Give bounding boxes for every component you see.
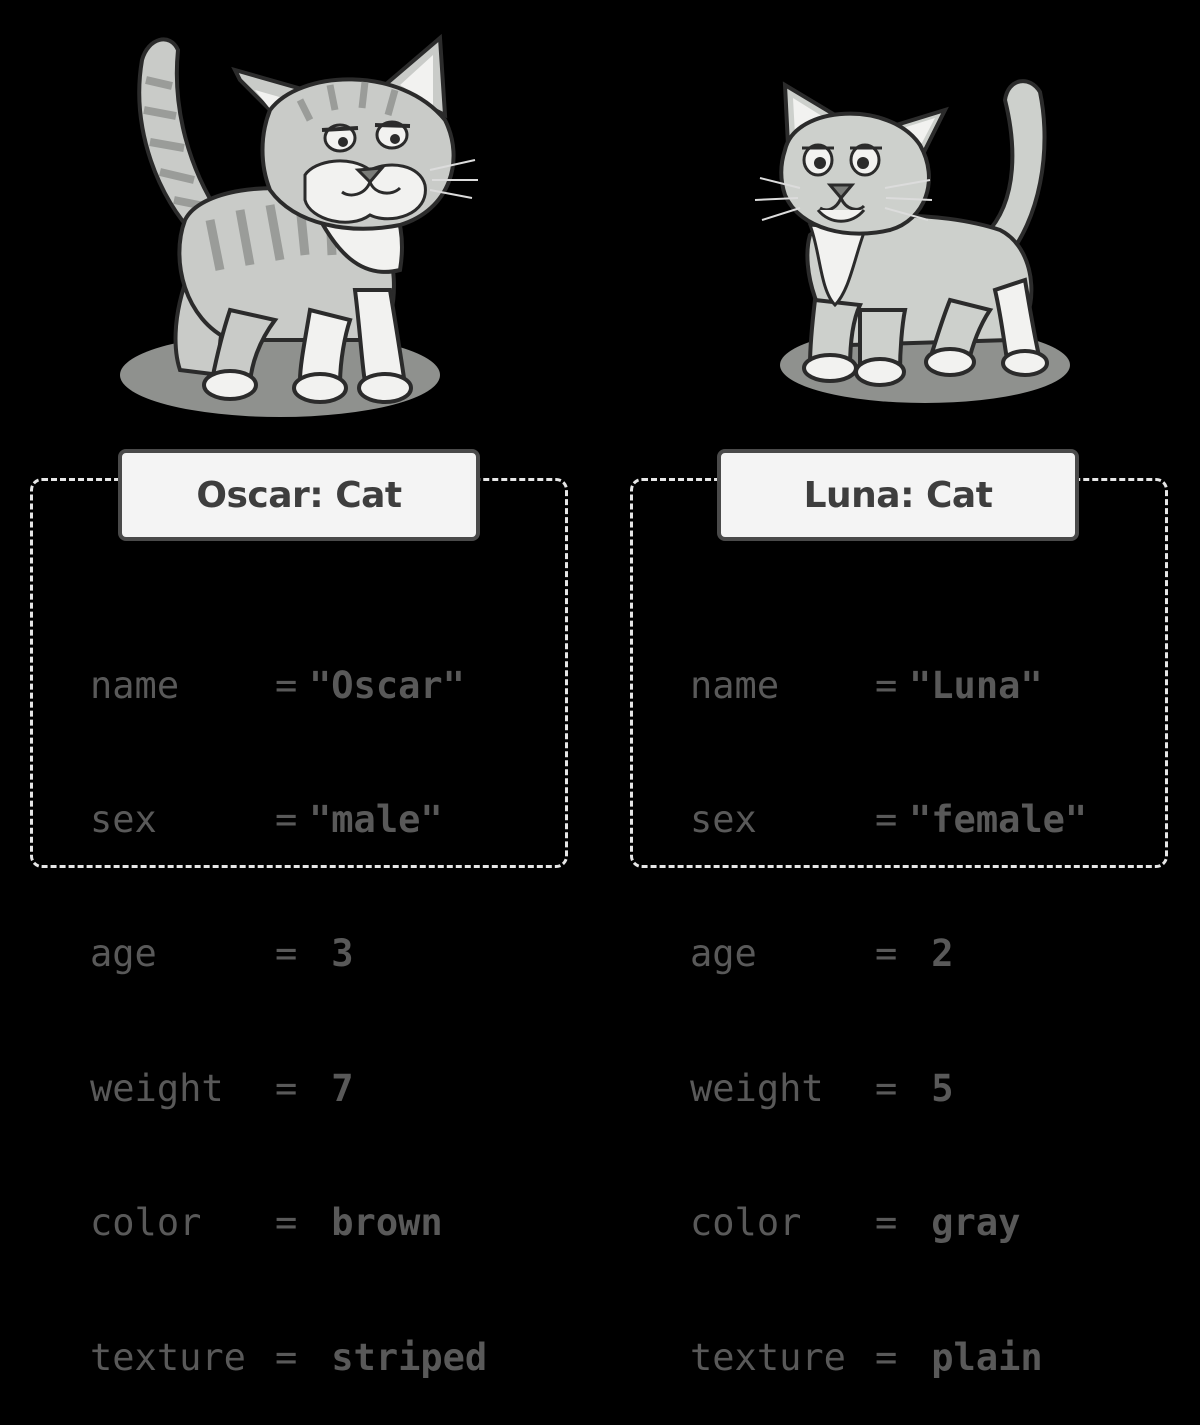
luna-chest [807, 223, 868, 308]
attribute-row: color = brown [90, 1201, 487, 1246]
luna-object-title: Luna: Cat [717, 449, 1079, 541]
attribute-key: texture [90, 1335, 246, 1379]
attribute-value: 2 [909, 932, 954, 976]
attribute-value: 5 [909, 1066, 954, 1110]
attribute-equals: = [875, 663, 898, 707]
attribute-value: brown [309, 1201, 443, 1245]
attribute-value: striped [309, 1335, 488, 1379]
luna-nose [826, 183, 856, 201]
attribute-equals: = [275, 1335, 298, 1379]
attribute-key: name [690, 663, 780, 707]
attribute-row: color = gray [690, 1201, 1087, 1246]
attribute-row: sex ="male" [90, 798, 487, 843]
attribute-row: sex ="female" [690, 798, 1087, 843]
attribute-value: gray [909, 1201, 1021, 1245]
oscar-nose [354, 166, 386, 185]
luna-attribute-list: name="Luna" sex="female" age= 2 weight= … [690, 574, 1087, 1425]
oscar-tail [137, 37, 223, 238]
attribute-key: age [690, 932, 757, 976]
attribute-row: weight = 5 [690, 1067, 1087, 1112]
attribute-value: 7 [309, 1066, 354, 1110]
luna-tail [982, 79, 1047, 264]
oscar-leg-front-right [352, 288, 408, 388]
oscar-attribute-list: name="Oscar" sex="male" age= 3 weight= 7… [90, 574, 487, 1425]
attribute-key: sex [690, 797, 757, 841]
attribute-equals: = [875, 1335, 898, 1379]
attribute-equals: = [275, 797, 298, 841]
attribute-key: name [90, 663, 180, 707]
attribute-value: "Luna" [909, 663, 1043, 707]
attribute-key: color [690, 1201, 802, 1245]
attribute-row: name ="Luna" [690, 664, 1087, 709]
attribute-row: name ="Oscar" [90, 664, 487, 709]
attribute-value: "Oscar" [309, 663, 465, 707]
attribute-equals: = [275, 1066, 298, 1110]
oscar-object-title: Oscar: Cat [118, 449, 480, 541]
attribute-equals: = [875, 797, 898, 841]
attribute-row: weight = 7 [90, 1067, 487, 1112]
luna-cat-illustration [754, 79, 1070, 403]
attribute-value: plain [909, 1335, 1043, 1379]
attribute-value: "female" [909, 797, 1088, 841]
attribute-key: sex [90, 797, 157, 841]
attribute-row: texture = plain [690, 1336, 1087, 1381]
attribute-value: 3 [309, 932, 354, 976]
attribute-key: age [90, 932, 157, 976]
attribute-key: color [90, 1201, 202, 1245]
attribute-equals: = [875, 1201, 898, 1245]
attribute-key: weight [90, 1066, 224, 1110]
attribute-row: age = 3 [90, 932, 487, 977]
attribute-equals: = [275, 932, 298, 976]
attribute-equals: = [875, 932, 898, 976]
attribute-equals: = [875, 1066, 898, 1110]
oscar-cat-illustration [120, 33, 478, 417]
attribute-row: texture = striped [90, 1336, 487, 1381]
attribute-value: "male" [309, 797, 443, 841]
attribute-row: age = 2 [690, 932, 1087, 977]
attribute-key: texture [690, 1335, 846, 1379]
attribute-key: weight [690, 1066, 824, 1110]
attribute-equals: = [275, 1201, 298, 1245]
attribute-equals: = [275, 663, 298, 707]
